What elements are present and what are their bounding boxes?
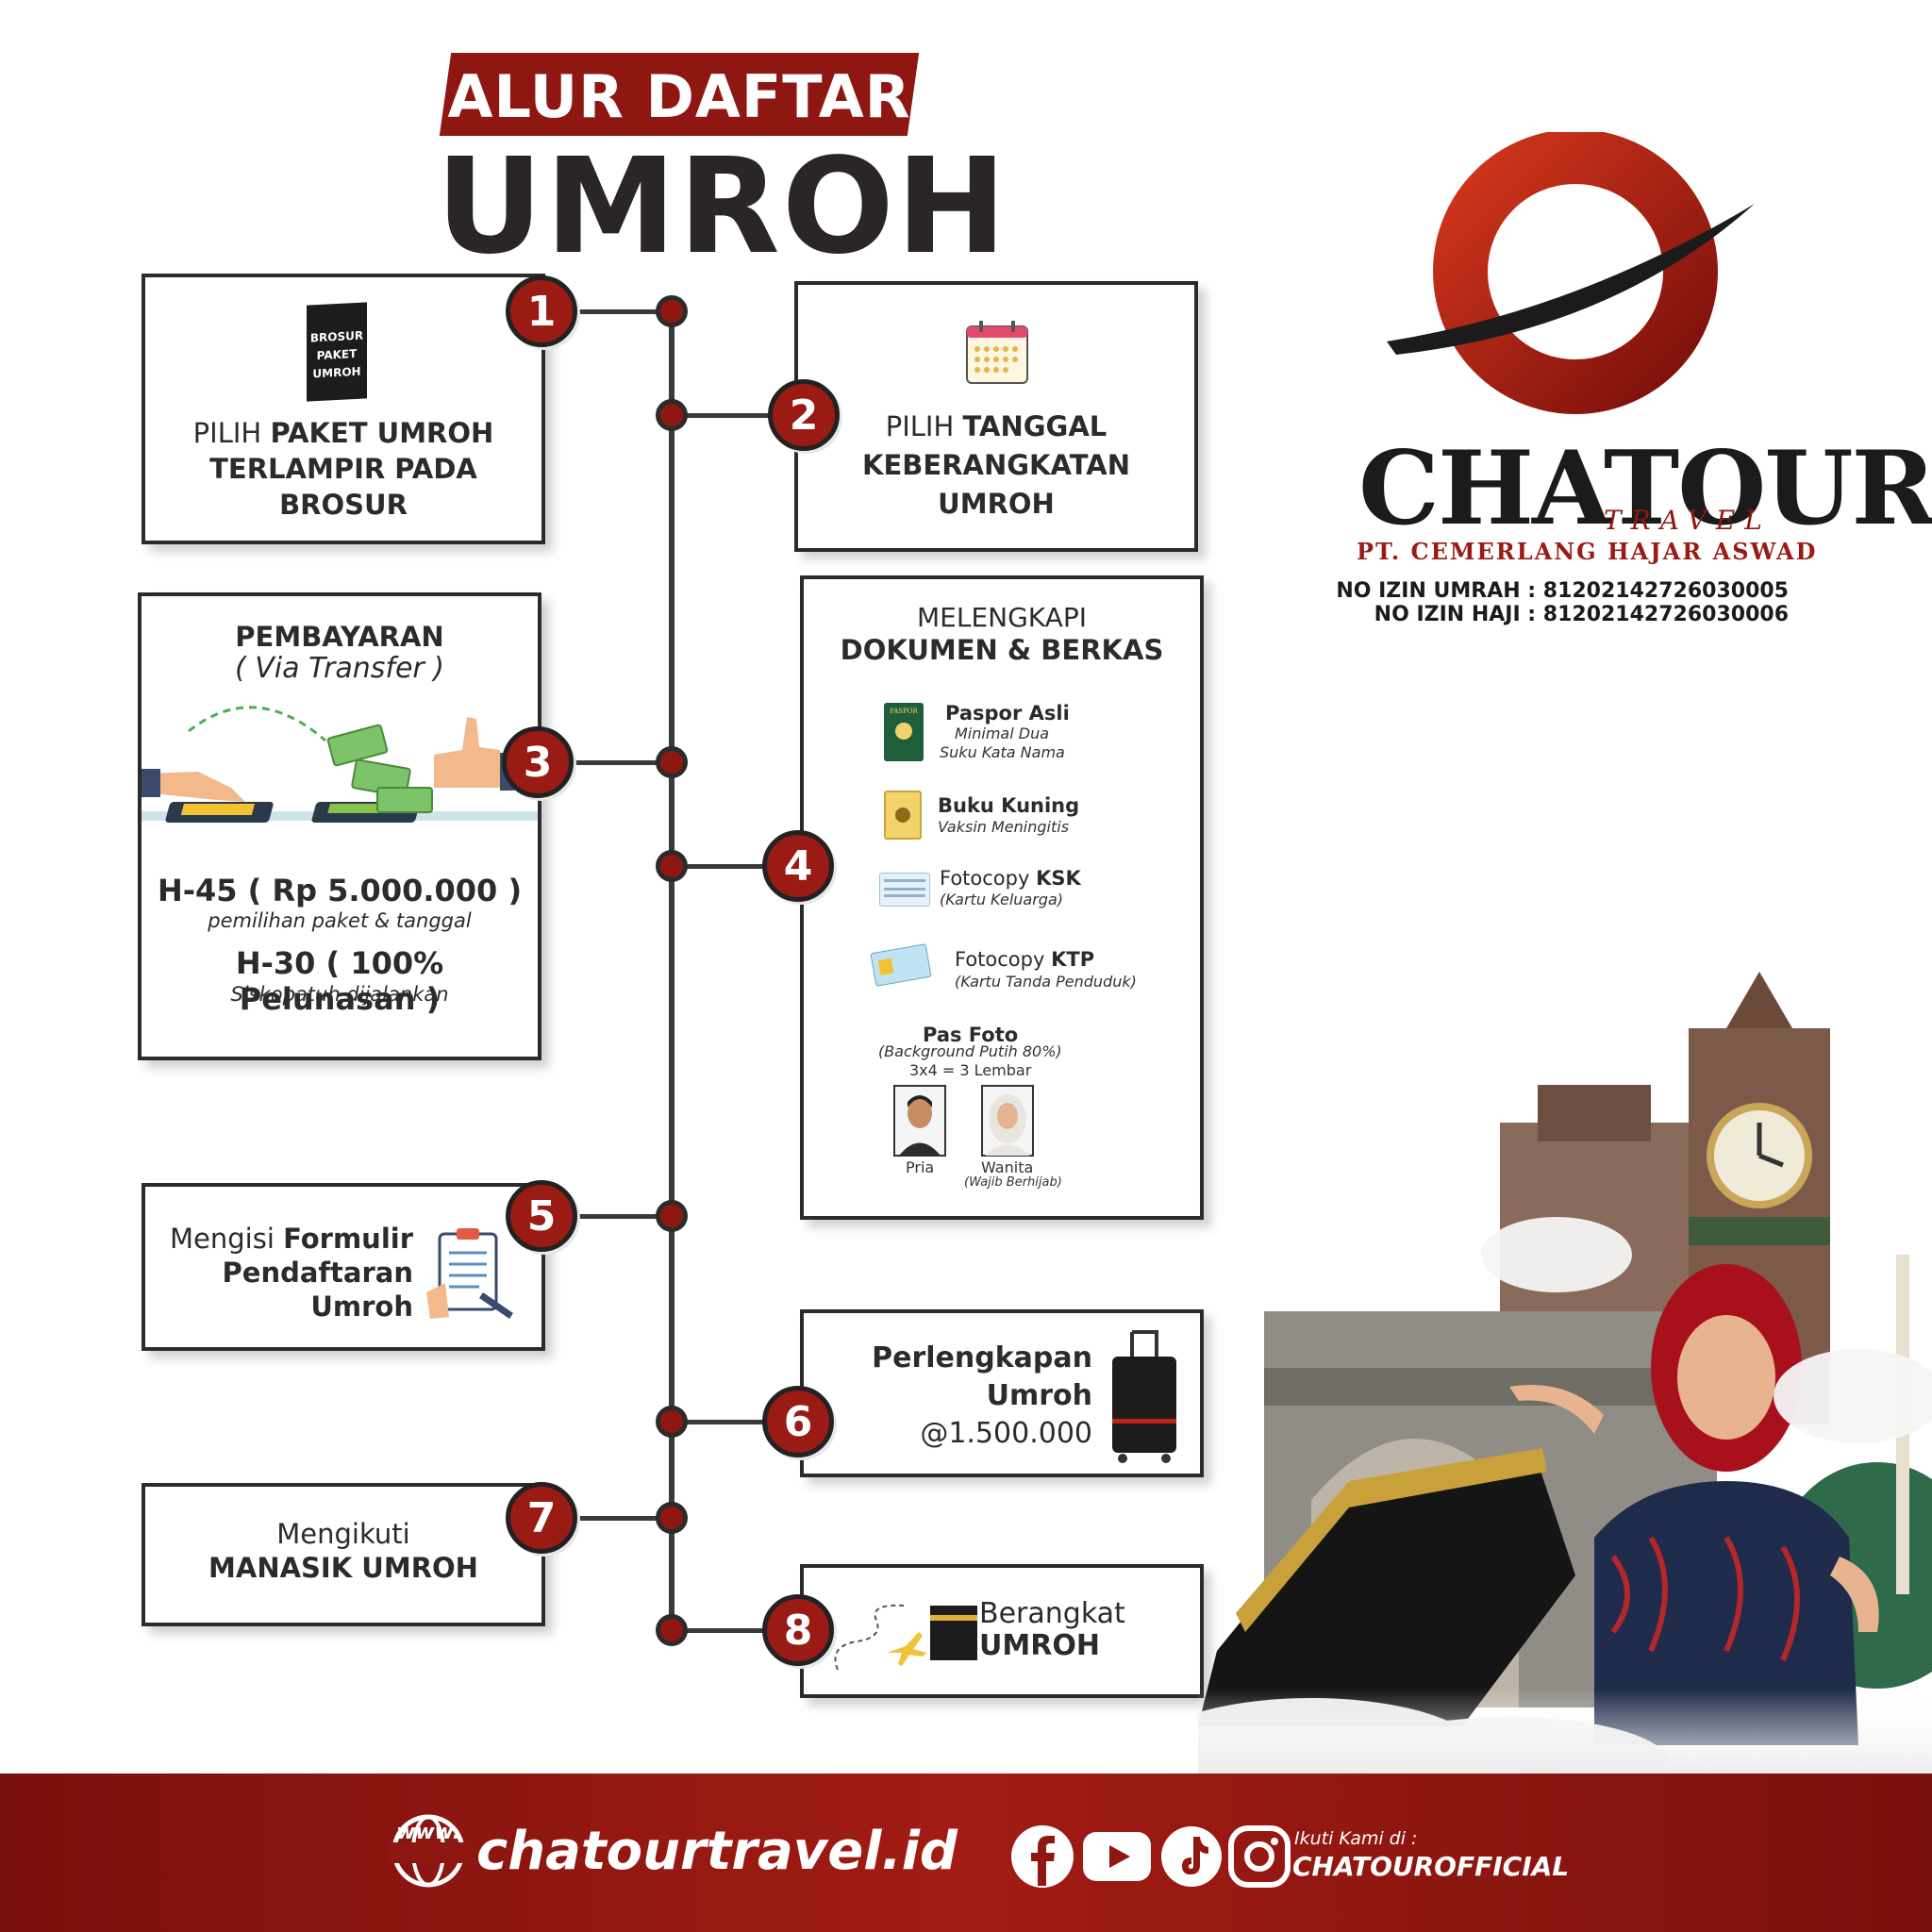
step-3-payment-2-note: Siskopatuh dijalankan bbox=[230, 983, 449, 1006]
step-3-heading: PEMBAYARAN bbox=[235, 621, 444, 653]
connector-5 bbox=[542, 1214, 673, 1219]
connector-1 bbox=[542, 309, 673, 314]
pas-foto-size: 3x4 = 3 Lembar bbox=[909, 1061, 1032, 1079]
chatour-logo-icon bbox=[1387, 132, 1755, 414]
brand-travel: TRAVEL bbox=[1604, 505, 1772, 536]
step-7-number: 7 bbox=[506, 1482, 577, 1554]
transfer-illustration-icon bbox=[142, 706, 538, 823]
male-photo-label: Pria bbox=[906, 1158, 935, 1176]
step-5-text: Mengisi Formulir Pendaftaran Umroh bbox=[170, 1223, 413, 1323]
step-4-heading-light: MELENGKAPI bbox=[917, 602, 1087, 633]
step-3-payment-2: H-30 ( 100% Pelunasan ) bbox=[235, 945, 444, 1017]
connector-2 bbox=[672, 413, 804, 418]
step-8-text: Berangkat UMROH bbox=[979, 1597, 1125, 1662]
connector-4 bbox=[672, 864, 804, 869]
step-2-number: 2 bbox=[768, 379, 840, 451]
step-1-number: 1 bbox=[506, 275, 577, 347]
calendar-icon bbox=[966, 321, 1028, 384]
male-photo-icon bbox=[893, 1085, 946, 1157]
page-title: UMROH bbox=[436, 130, 1008, 284]
timeline-dot bbox=[656, 295, 688, 327]
step-1-text: PILIH PAKET UMROH TERLAMPIR PADA BROSUR bbox=[192, 417, 494, 521]
female-photo-note: (Wajib Berhijab) bbox=[964, 1175, 1062, 1190]
brand-name: CHATOUR bbox=[1358, 429, 1932, 548]
form-clipboard-icon bbox=[426, 1228, 513, 1319]
footer-bar bbox=[0, 1774, 1932, 1932]
connector-8 bbox=[672, 1628, 804, 1633]
step-3-number: 3 bbox=[502, 726, 574, 798]
makkah-scene-illustration bbox=[1198, 972, 1932, 1783]
passport-icon: PASPOR bbox=[884, 703, 924, 761]
female-photo-label: Wanita bbox=[981, 1158, 1034, 1176]
facebook-icon[interactable] bbox=[1009, 1824, 1075, 1890]
step-4-number: 4 bbox=[762, 830, 834, 902]
step-4-heading: DOKUMEN & BERKAS bbox=[840, 634, 1164, 666]
step-3-payment-1: H-45 ( Rp 5.000.000 ) bbox=[157, 873, 523, 908]
globe-icon[interactable] bbox=[390, 1812, 467, 1890]
timeline-spine bbox=[669, 307, 675, 1632]
step-3-payment-1-note: pemilihan paket & tanggal bbox=[208, 909, 472, 932]
step-6-text: Perlengkapan Umroh @1.500.000 bbox=[872, 1341, 1092, 1450]
female-photo-icon bbox=[981, 1085, 1034, 1157]
license-haji: NO IZIN HAJI : 81202142726030006 bbox=[1374, 603, 1789, 626]
timeline-dot bbox=[656, 746, 688, 778]
step-5-box bbox=[142, 1183, 545, 1351]
step-7-box bbox=[142, 1483, 545, 1626]
timeline-dot bbox=[656, 1406, 688, 1438]
step-6-number: 6 bbox=[762, 1386, 834, 1457]
title-top: ALUR DAFTAR bbox=[447, 62, 911, 131]
step-8-box bbox=[800, 1564, 1204, 1698]
connector-6 bbox=[672, 1420, 804, 1424]
step-8-number: 8 bbox=[762, 1594, 834, 1666]
luggage-icon bbox=[1112, 1330, 1176, 1463]
timeline-dot bbox=[656, 1614, 688, 1646]
brosur-icon: BROSUR PAKET UMROH bbox=[307, 302, 367, 402]
connector-3 bbox=[538, 760, 672, 765]
timeline-dot bbox=[656, 399, 688, 431]
www-label: www. bbox=[396, 1821, 460, 1844]
step-3-subheading: ( Via Transfer ) bbox=[235, 652, 444, 685]
license-umrah: NO IZIN UMRAH : 81202142726030005 bbox=[1336, 579, 1789, 603]
tiktok-icon[interactable] bbox=[1159, 1824, 1224, 1890]
step-2-text: PILIH TANGGAL KEBERANGKATAN UMROH bbox=[862, 410, 1130, 520]
timeline-dot bbox=[656, 1200, 688, 1232]
youtube-icon[interactable] bbox=[1083, 1830, 1151, 1883]
pas-foto-title: Pas Foto bbox=[923, 1024, 1019, 1046]
instagram-icon[interactable] bbox=[1228, 1824, 1291, 1890]
pas-foto-bg-note: (Background Putih 80%) bbox=[878, 1042, 1062, 1060]
step-7-text: Mengikuti MANASIK UMROH bbox=[208, 1518, 478, 1584]
website-link[interactable]: chatourtravel.id bbox=[476, 1821, 958, 1882]
brand-company: PT. CEMERLANG HAJAR ASWAD bbox=[1357, 538, 1818, 565]
kaaba-plane-icon bbox=[834, 1604, 977, 1671]
follow-label: Ikuti Kami di : bbox=[1294, 1828, 1418, 1849]
step-5-number: 5 bbox=[506, 1180, 577, 1252]
timeline-dot bbox=[656, 850, 688, 882]
yellow-book-icon bbox=[884, 791, 922, 840]
social-handle[interactable]: CHATOUROFFICIAL bbox=[1292, 1851, 1570, 1882]
connector-7 bbox=[542, 1516, 673, 1521]
step-3-box bbox=[138, 592, 541, 1060]
family-card-icon bbox=[879, 873, 930, 907]
timeline-dot bbox=[656, 1502, 688, 1534]
